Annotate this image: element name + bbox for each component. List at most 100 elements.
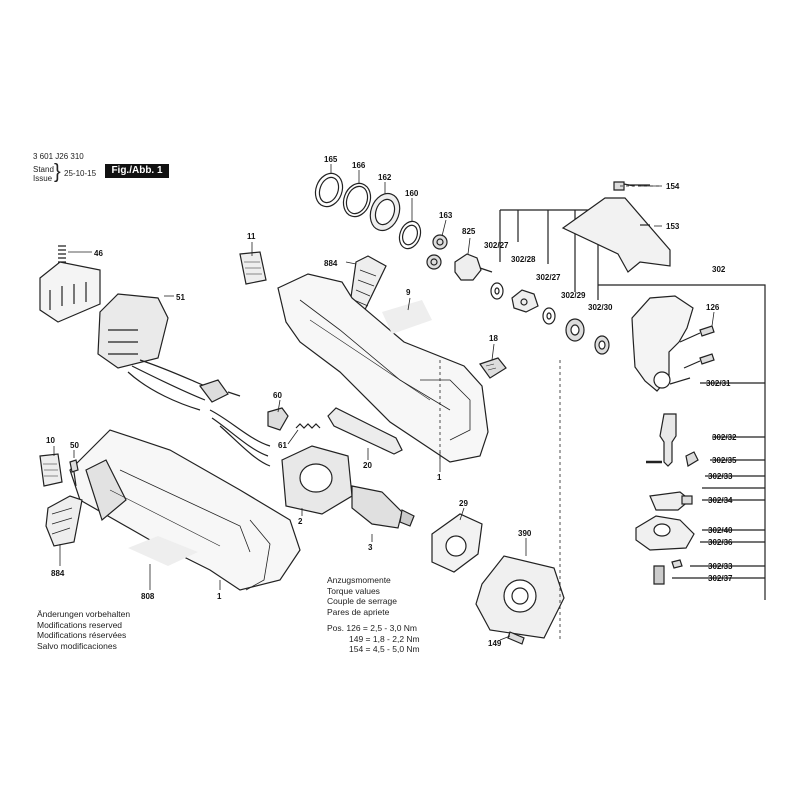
shear-head-302	[631, 295, 694, 392]
part-label: 302/30	[588, 303, 613, 312]
spindle-825	[454, 253, 482, 281]
part-label: 50	[70, 441, 79, 450]
part-label: 302/40	[708, 526, 733, 535]
screw-302-33b	[671, 559, 683, 569]
bar-20	[327, 407, 403, 455]
issue-date: 25-10-15	[64, 169, 97, 178]
punch-302-32	[659, 413, 677, 467]
part-label: 302/28	[511, 255, 536, 264]
contact-plate	[39, 261, 101, 323]
brush-holder-60	[267, 407, 289, 431]
ring-166	[342, 182, 372, 218]
torque-line: Pares de apriete	[327, 606, 390, 617]
part-18	[479, 357, 507, 379]
torque-value: Pos. 126 = 2,5 - 3,0 Nm	[327, 623, 418, 633]
part-label: 302/33	[708, 562, 733, 571]
part-label: 2	[298, 517, 303, 526]
part-label: 302/27	[536, 273, 561, 282]
part-label: 302/36	[708, 538, 733, 547]
part-label: 160	[405, 189, 419, 198]
stand-label: Stand	[33, 165, 54, 174]
part-label: 825	[462, 227, 476, 236]
washer-302-27b	[542, 307, 556, 325]
part-label: 61	[278, 441, 287, 450]
spring-61	[295, 423, 321, 429]
part-label: 302/33	[708, 472, 733, 481]
changes-note: Änderungen vorbehalten Modifications res…	[37, 609, 130, 651]
figure-label: Fig./Abb. 1	[105, 164, 169, 178]
torque-value: 154 = 4,5 - 5,0 Nm	[349, 644, 420, 654]
part-label: 51	[176, 293, 185, 302]
torque-note: Anzugsmomente Torque values Couple de se…	[327, 575, 420, 655]
part-label: 884	[324, 259, 338, 268]
screw-126b	[699, 353, 715, 365]
part-label: 153	[666, 222, 680, 231]
screw-126a	[699, 325, 715, 337]
gear-163a	[432, 234, 448, 250]
part-label: 149	[488, 639, 502, 648]
housing-half-upper	[277, 273, 489, 463]
part-label: 20	[363, 461, 372, 470]
part-label: 1	[217, 592, 222, 601]
part-label: 165	[324, 155, 338, 164]
torque-line: Torque values	[327, 585, 380, 596]
wire-harness	[127, 359, 211, 411]
grip-884b	[45, 495, 83, 547]
part-label: 808	[141, 592, 155, 601]
part-label: 302/27	[484, 241, 509, 250]
part-label: 884	[51, 569, 65, 578]
part-label: 154	[666, 182, 680, 191]
guard-153	[561, 197, 671, 273]
clip-302-33	[685, 451, 699, 467]
part-label: 60	[273, 391, 282, 400]
part-label: 162	[378, 173, 392, 182]
label-9	[382, 300, 432, 334]
switch	[199, 379, 229, 403]
torque-line: Couple de serrage	[327, 596, 397, 606]
part-label: 302/29	[561, 291, 586, 300]
part-label: 29	[459, 499, 468, 508]
torque-value: 149 = 1,8 - 2,2 Nm	[349, 633, 420, 644]
ring-165	[314, 172, 344, 208]
part-label: 302/34	[708, 496, 733, 505]
rotor-3	[351, 485, 403, 529]
part-label: 302/35	[712, 456, 737, 465]
part-label: 1	[437, 473, 442, 482]
brace: }	[54, 161, 61, 183]
setscrew-302-37	[653, 565, 665, 585]
part-label: 302/37	[708, 574, 733, 583]
screw-149	[507, 631, 525, 645]
part-label: 302/32	[712, 433, 737, 442]
changes-line: Modifications reserved	[37, 619, 123, 630]
doc-number: 3 601 J26 310	[33, 152, 84, 161]
part-label: 46	[94, 249, 103, 258]
screw-50	[69, 459, 79, 487]
part-label: 3	[368, 543, 373, 552]
label-808	[128, 536, 198, 566]
spring-46	[58, 245, 66, 263]
part-label: 390	[518, 529, 532, 538]
changes-line: Änderungen vorbehalten	[37, 609, 131, 619]
part-label: 163	[439, 211, 453, 220]
part-label: 18	[489, 334, 498, 343]
plate-302-34	[649, 491, 691, 511]
part-label: 302/31	[706, 379, 731, 388]
electronics-51	[97, 293, 169, 369]
housing-half-lower	[69, 429, 301, 591]
part-label: 126	[706, 303, 720, 312]
torque-line: Anzugsmomente	[327, 575, 391, 585]
cam-302-28	[511, 289, 539, 313]
issue-label: Issue	[33, 174, 53, 183]
washer-302-27	[490, 282, 504, 300]
changes-line: Modifications réservées	[37, 630, 127, 640]
changes-line: Salvo modificaciones	[37, 640, 117, 651]
part-label: 166	[352, 161, 366, 170]
screw-302-31	[669, 377, 691, 385]
ring-160	[398, 220, 422, 250]
part-label: 302	[712, 265, 726, 274]
part-label: 9	[406, 288, 411, 297]
part-label: 11	[247, 232, 256, 241]
part-label: 10	[46, 436, 55, 445]
